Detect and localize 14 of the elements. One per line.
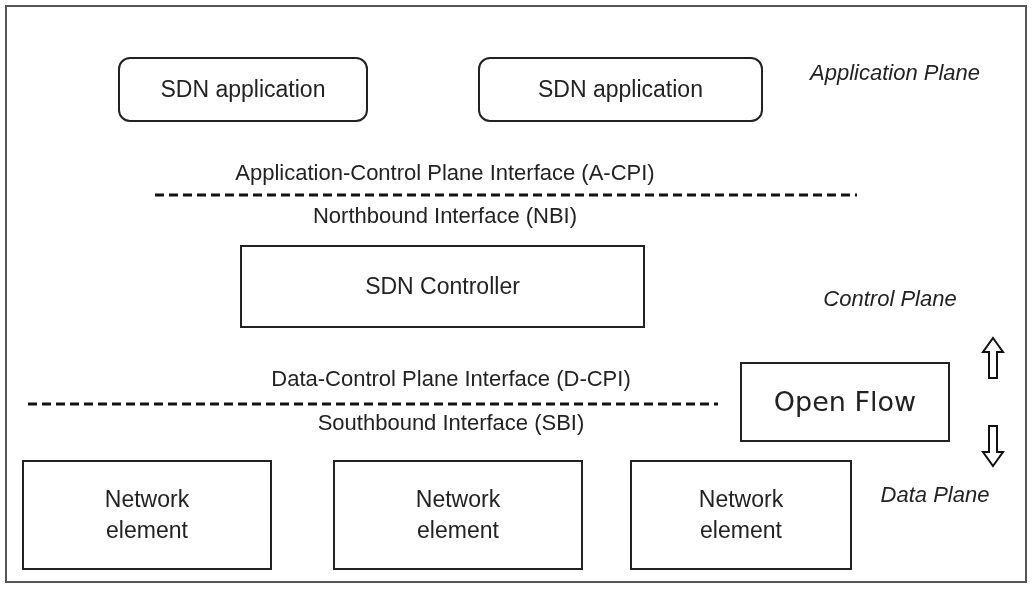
interface-label: Application-Control Plane Interface (A-CPI) bbox=[235, 160, 655, 186]
application-box: SDN application bbox=[118, 57, 368, 122]
network-element-box: Network element bbox=[333, 460, 583, 570]
plane-label: Data Plane bbox=[880, 481, 990, 509]
interface-label: Southbound Interface (SBI) bbox=[317, 410, 585, 436]
protocol-box: Open Flow bbox=[740, 362, 950, 442]
network-element-box: Network element bbox=[630, 460, 852, 570]
plane-label: Application Plane bbox=[808, 59, 981, 87]
controller-box: SDN Controller bbox=[240, 245, 645, 328]
application-box: SDN application bbox=[478, 57, 763, 122]
interface-label: Northbound Interface (NBI) bbox=[312, 203, 578, 229]
plane-label: Control Plane bbox=[822, 285, 958, 313]
interface-label: Data-Control Plane Interface (D-CPI) bbox=[271, 366, 631, 392]
network-element-box: Network element bbox=[22, 460, 272, 570]
